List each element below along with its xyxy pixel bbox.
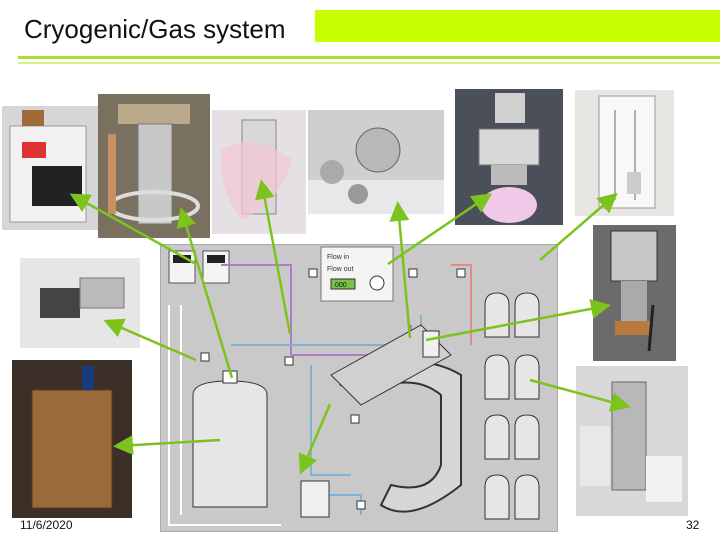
flow-out-label: Flow out (327, 266, 354, 273)
photo-storage-tank (12, 360, 132, 518)
page-title: Cryogenic/Gas system (24, 14, 286, 44)
arrow-flanges (389, 201, 412, 339)
arrow-pump (103, 318, 197, 362)
photo-lab-equipment (576, 366, 688, 516)
title-accent-bar (315, 10, 720, 42)
arrow-small-dewar (298, 403, 332, 475)
photo-dewar-vessel (593, 225, 676, 361)
title-underline-thin (18, 62, 720, 64)
photo-valve-chamber (455, 89, 563, 225)
flow-readout: 000 (335, 282, 347, 289)
arrow-lab-equipment (529, 378, 631, 412)
arrow-valve-chamber (387, 193, 493, 266)
title-underline (18, 56, 720, 59)
arrow-cryostat (176, 207, 234, 379)
page-number: 32 (686, 518, 700, 532)
arrow-storage-tank (113, 435, 221, 456)
photo-gas-panel (575, 90, 674, 216)
photo-vacuum-flanges (308, 110, 444, 214)
title-background (0, 0, 315, 50)
arrow-compressor (69, 193, 197, 266)
gas-system-schematic: Flow in Flow out 000 (160, 244, 558, 532)
footer-date: 11/6/2020 (20, 518, 73, 532)
arrow-wrapped (254, 179, 292, 335)
flow-in-label: Flow in (327, 254, 349, 261)
arrow-dewar-vessel (425, 298, 611, 342)
arrow-gas-panel (539, 192, 618, 261)
title-bar: Cryogenic/Gas system (0, 0, 720, 64)
